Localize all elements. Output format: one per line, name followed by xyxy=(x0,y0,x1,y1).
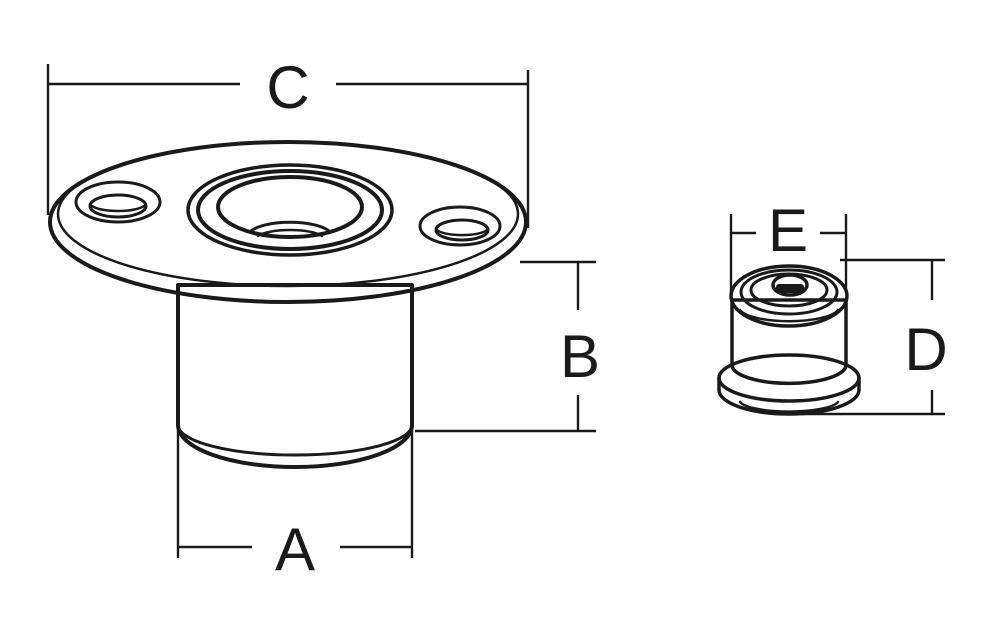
center-bore xyxy=(186,163,394,257)
dimension-d: D xyxy=(800,258,948,416)
dimension-label-b: B xyxy=(560,323,600,390)
plug-top xyxy=(729,264,849,328)
plug-body xyxy=(730,298,848,386)
flange-plate xyxy=(48,140,528,304)
dimension-b: B xyxy=(415,260,600,433)
dimension-a: A xyxy=(176,430,414,583)
right-mounting-hole xyxy=(418,205,502,247)
dimension-label-c: C xyxy=(266,54,309,121)
cap-plug xyxy=(717,264,861,416)
left-mounting-hole xyxy=(74,180,162,224)
dimension-e: E xyxy=(729,197,848,292)
dimension-label-a: A xyxy=(275,516,315,583)
dimension-label-e: E xyxy=(768,197,808,264)
plug-flange xyxy=(717,353,861,416)
dimension-label-d: D xyxy=(904,316,947,383)
flanged-fitting xyxy=(48,140,528,469)
fitting-body xyxy=(176,283,414,469)
dimension-c: C xyxy=(46,54,530,228)
